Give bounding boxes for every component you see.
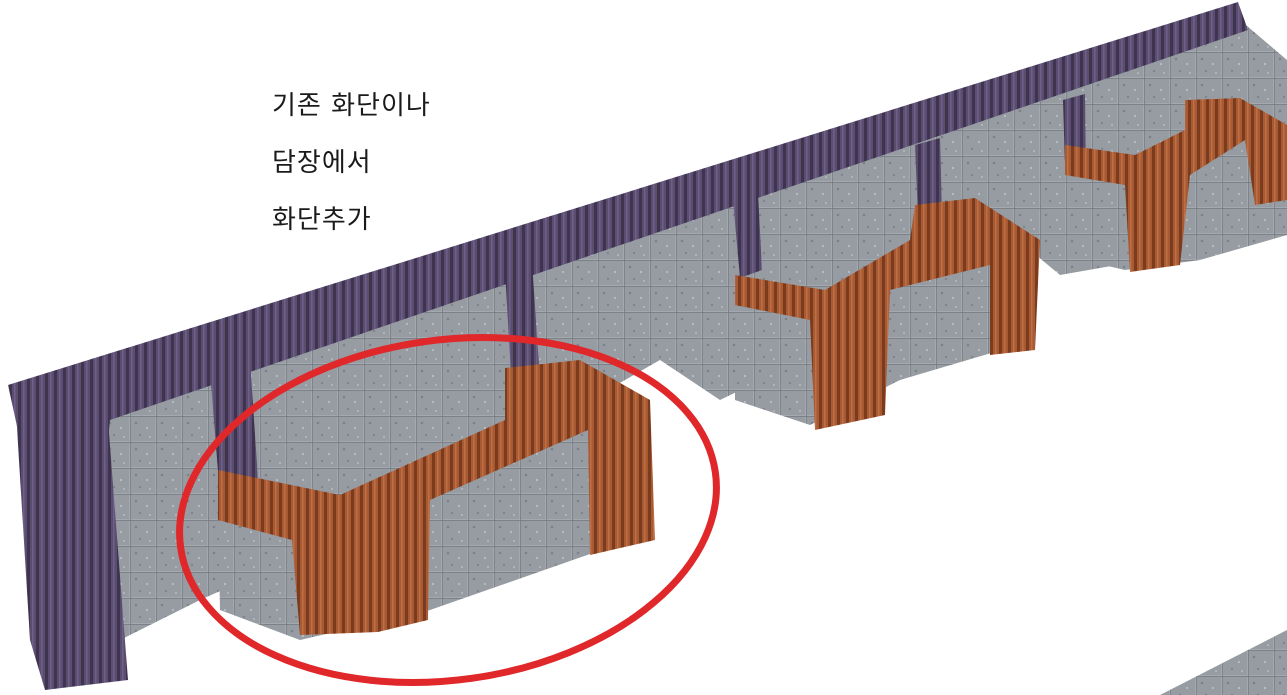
planter-1 [218,360,655,635]
highlight-ellipse [176,334,720,686]
caption-line-3: 화단추가 [272,205,372,235]
planter-3 [1065,98,1287,272]
wall-end-column [15,395,128,690]
caption-line-1: 기존 화단이나 [272,91,431,121]
caption: 기존 화단이나 담장에서 화단추가 [272,78,431,249]
wall-cap [8,2,1248,440]
planter-2 [735,198,1040,430]
caption-line-2: 담장에서 [272,148,372,178]
